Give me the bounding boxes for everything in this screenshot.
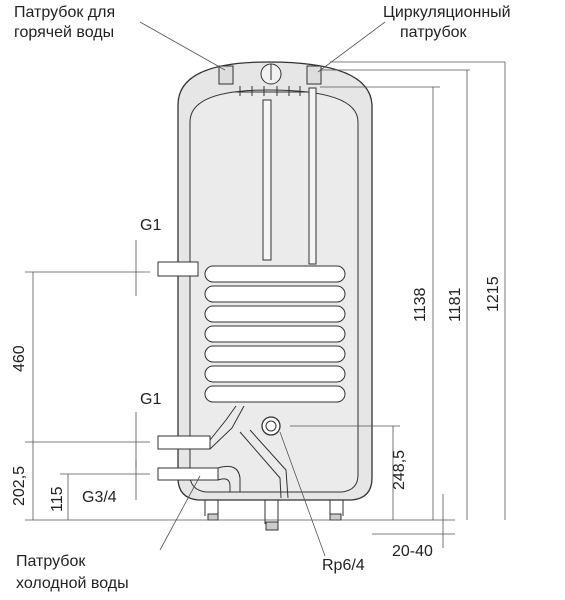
heat-exchanger-coil <box>204 265 346 403</box>
anode-rod <box>262 99 272 261</box>
coil-outlet-thread: G1 <box>140 391 161 408</box>
circulation-label-line2: патрубок <box>400 24 468 41</box>
left-dimensions <box>25 240 150 521</box>
hot-water-riser <box>308 87 317 265</box>
leader-lines <box>139 21 386 557</box>
dim-1215: 1215 <box>485 276 502 312</box>
sensor-socket <box>261 416 281 436</box>
sensor-thread: Rp6/4 <box>322 557 365 574</box>
dim-202-5: 202,5 <box>11 466 28 506</box>
tank-feet <box>204 500 344 531</box>
circulation-label-line1: Циркуляционный <box>383 4 511 21</box>
hot-water-label-line1: Патрубок для <box>14 4 115 21</box>
dim-460: 460 <box>11 345 28 372</box>
dim-20-40: 20-40 <box>392 543 433 560</box>
cold-water-label-line1: Патрубок <box>16 553 86 570</box>
dim-1138: 1138 <box>412 287 429 322</box>
cold-water-label-line2: холодной воды <box>16 575 129 592</box>
dim-115: 115 <box>49 486 66 512</box>
coil-outlet-pipe <box>157 435 211 450</box>
dim-248-5: 248,5 <box>391 450 408 490</box>
coil-inlet-pipe <box>157 261 199 277</box>
cold-water-pipe <box>157 467 219 481</box>
hot-water-connector <box>218 65 234 85</box>
circulation-connector <box>306 65 322 85</box>
cold-thread: G3/4 <box>82 489 117 506</box>
dim-1181: 1181 <box>447 287 464 322</box>
coil-inlet-thread: G1 <box>140 217 161 234</box>
hot-water-label-line2: горячей воды <box>14 24 114 41</box>
right-dimensions <box>290 61 506 548</box>
